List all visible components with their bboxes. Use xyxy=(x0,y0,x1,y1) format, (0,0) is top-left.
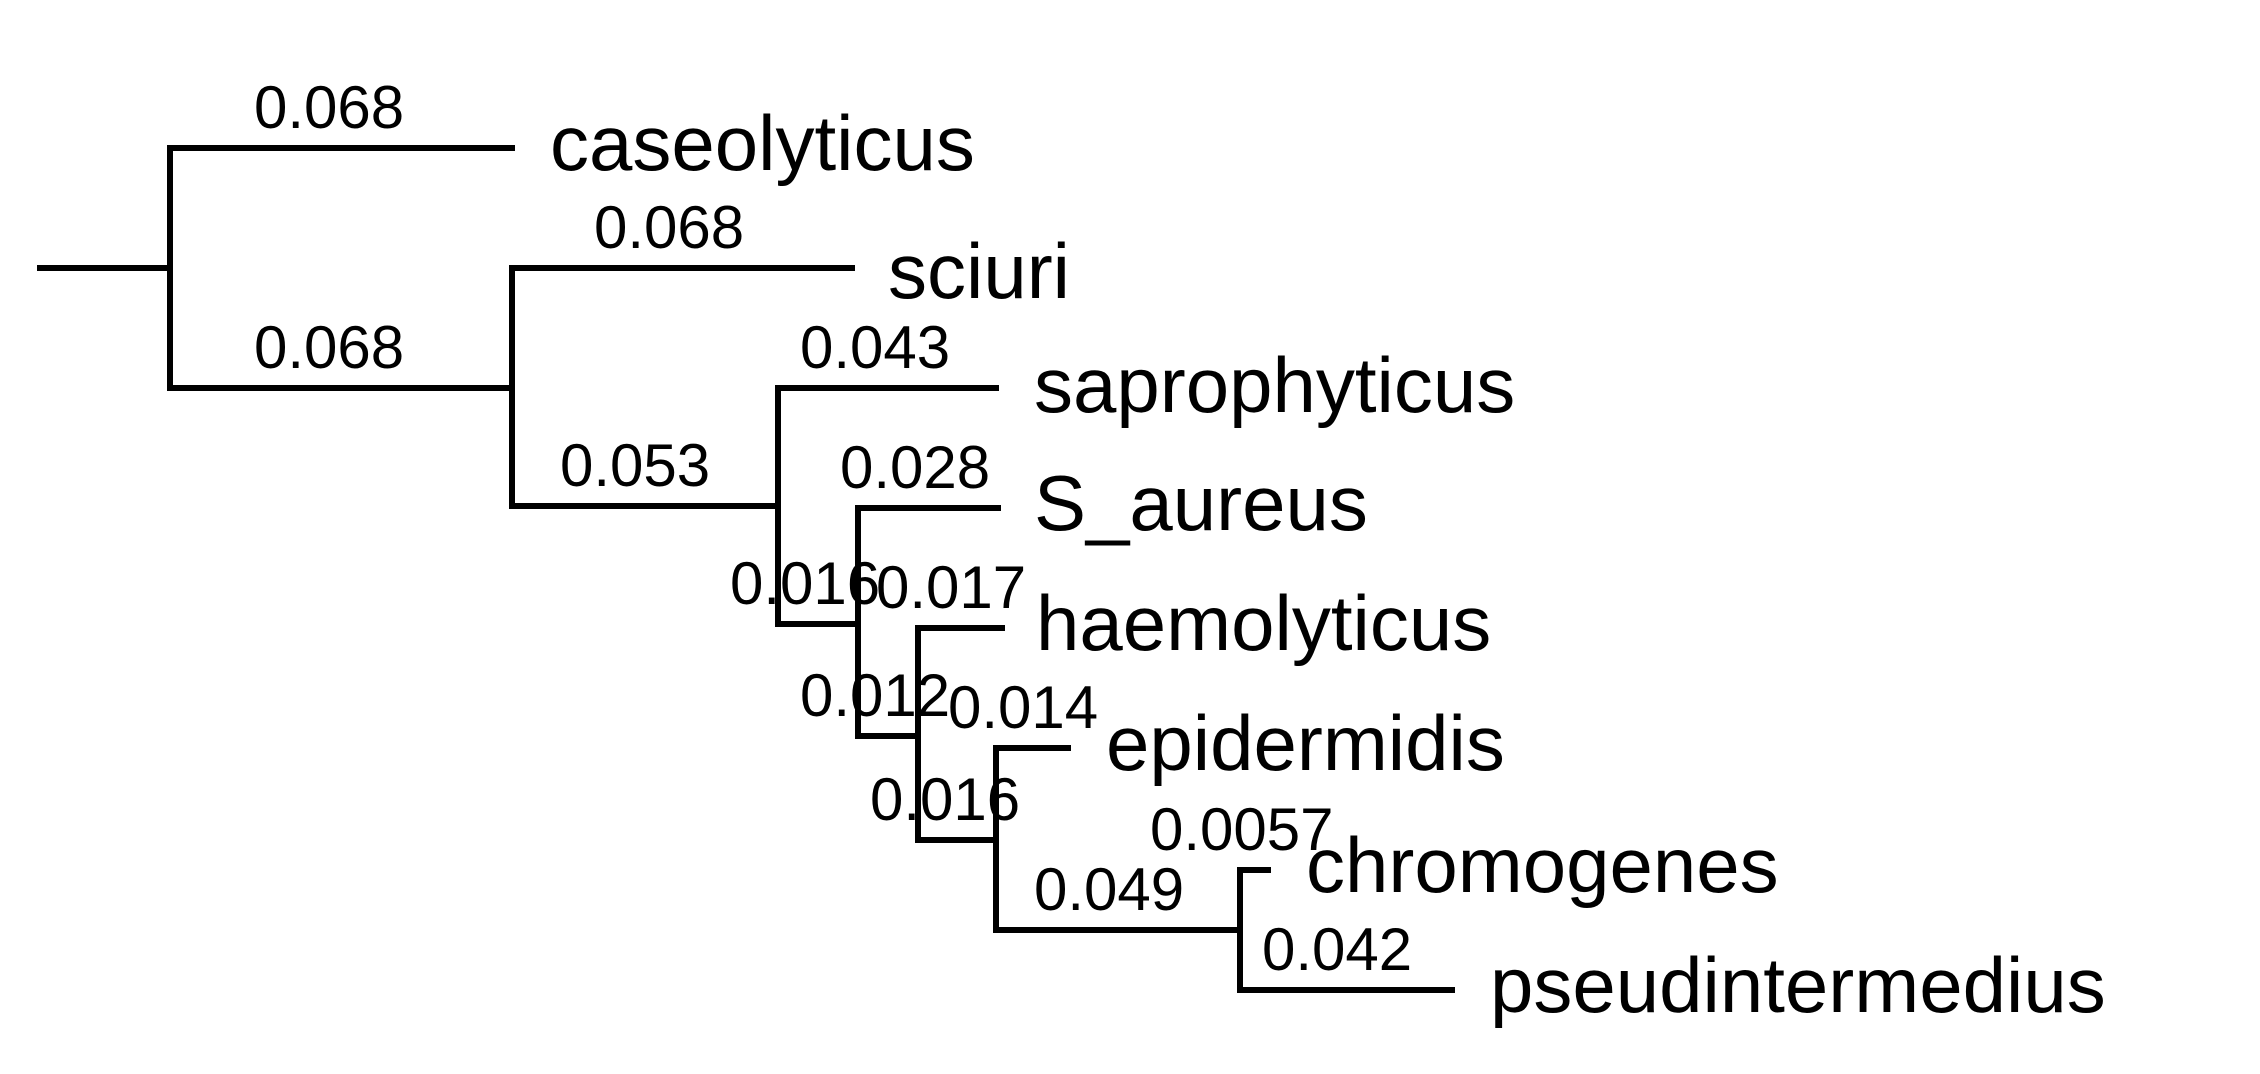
length-haemolyticus: 0.017 xyxy=(876,554,1026,621)
leaf-caseolyticus: caseolyticus xyxy=(550,99,975,187)
length-clade-e: 0.016 xyxy=(870,766,1020,833)
leaf-epidermidis: epidermidis xyxy=(1106,699,1505,787)
length-clade-d: 0.012 xyxy=(800,662,950,729)
length-epidermidis: 0.014 xyxy=(948,674,1098,741)
length-clade-b: 0.053 xyxy=(560,432,710,499)
leaf-pseudintermedius: pseudintermedius xyxy=(1490,941,2106,1029)
tree-branches xyxy=(37,145,1455,993)
leaf-labels: caseolyticus sciuri saprophyticus S_aure… xyxy=(550,99,2106,1029)
length-s-aureus: 0.028 xyxy=(840,434,990,501)
length-saprophyticus: 0.043 xyxy=(800,314,950,381)
length-sciuri: 0.068 xyxy=(594,194,744,261)
length-chromogenes: 0.0057 xyxy=(1150,796,1334,863)
length-clade-c: 0.016 xyxy=(730,550,880,617)
length-caseolyticus: 0.068 xyxy=(254,74,404,141)
length-pseudintermedius: 0.042 xyxy=(1262,916,1412,983)
leaf-s-aureus: S_aureus xyxy=(1034,459,1368,547)
length-clade-f: 0.049 xyxy=(1034,856,1184,923)
leaf-saprophyticus: saprophyticus xyxy=(1034,341,1515,429)
leaf-chromogenes: chromogenes xyxy=(1306,821,1779,909)
leaf-haemolyticus: haemolyticus xyxy=(1036,579,1491,667)
branch-length-labels: 0.068 0.068 0.068 0.053 0.043 0.016 0.02… xyxy=(254,74,1412,983)
length-clade-a: 0.068 xyxy=(254,314,404,381)
leaf-sciuri: sciuri xyxy=(888,227,1070,315)
